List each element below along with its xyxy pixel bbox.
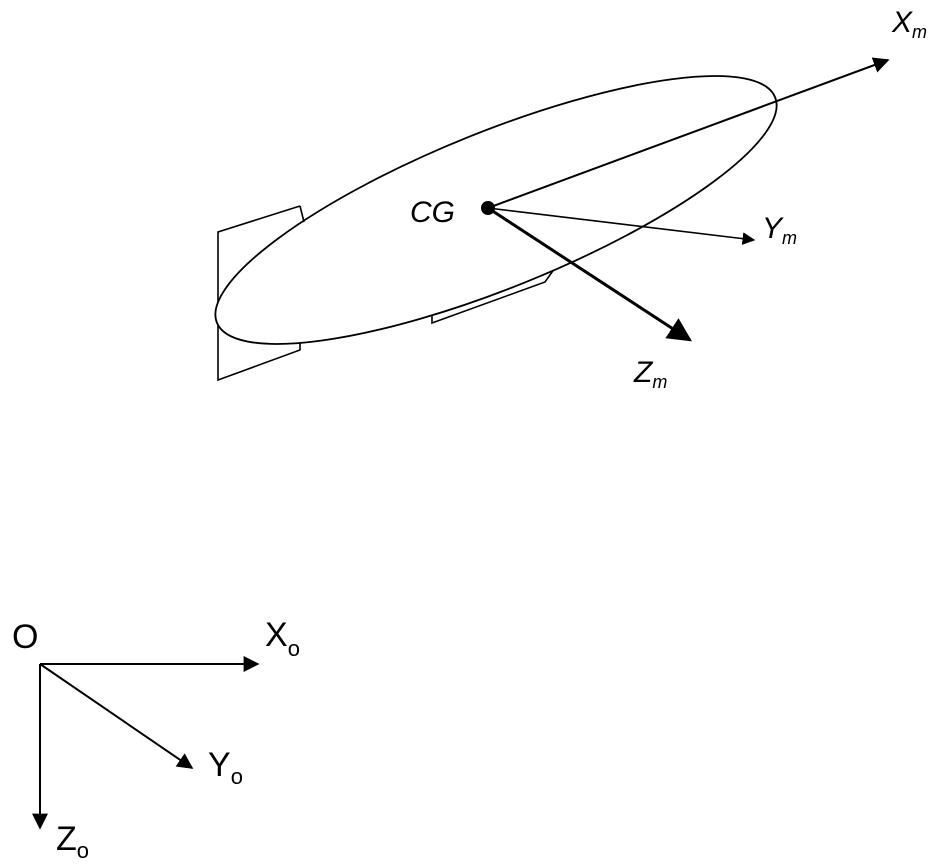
y-m-label: Ym [762,212,797,248]
reference-axes [32,656,260,830]
airship-hull [214,75,778,345]
x-m-axis [487,57,890,209]
x-m-main: X [891,6,913,39]
upper-fin-edge [299,205,305,223]
z-o-sub: o [77,838,89,863]
z-m-main: Z [633,356,654,389]
x-o-sub: o [288,636,300,661]
x-o-main: X [265,616,288,654]
cg-label: CG [410,196,455,229]
upper-tail-fin [217,205,301,308]
body-axes [481,57,890,342]
origin-label: O [12,618,38,656]
x-m-label: Xm [891,6,927,42]
airship [214,75,778,382]
x-m-sub: m [912,22,927,42]
y-m-axis [487,207,756,245]
y-o-label: Yo [208,746,243,789]
y-m-sub: m [782,228,797,248]
z-m-axis [487,206,693,342]
z-o-main: Z [56,820,77,858]
z-m-sub: m [652,372,667,392]
y-m-main: Y [762,212,784,245]
z-o-label: Zo [56,820,89,863]
cg-point [481,201,495,215]
x-o-label: Xo [265,616,300,661]
z-m-label: Zm [633,356,667,392]
y-o-axis [39,663,194,769]
y-o-main: Y [208,746,231,784]
y-o-sub: o [231,764,243,789]
